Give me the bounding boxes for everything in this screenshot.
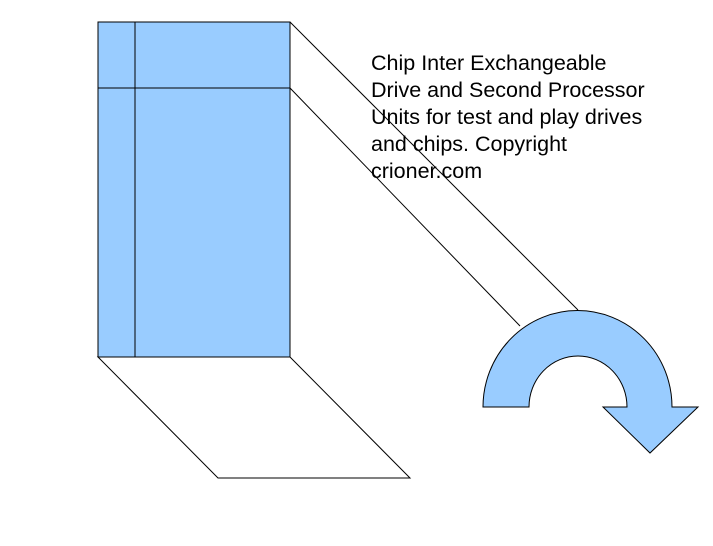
curved-arrow-icon <box>482 309 700 454</box>
caption-line: Drive and Second Processor <box>371 78 645 102</box>
connector-line-top <box>289 21 579 311</box>
connector-lines <box>289 21 579 327</box>
drive-unit-body <box>97 21 291 358</box>
caption-line: and chips. Copyright <box>371 132 567 156</box>
drive-unit-base <box>96 356 412 479</box>
caption-line: crioner.com <box>371 159 483 183</box>
caption-line: Chip Inter Exchangeable <box>371 51 607 75</box>
diagram-caption: Chip Inter Exchangeable Drive and Second… <box>371 50 701 185</box>
connector-line-bottom <box>289 87 521 327</box>
drive-unit <box>97 21 291 358</box>
caption-line: Units for test and play drives <box>371 105 643 129</box>
